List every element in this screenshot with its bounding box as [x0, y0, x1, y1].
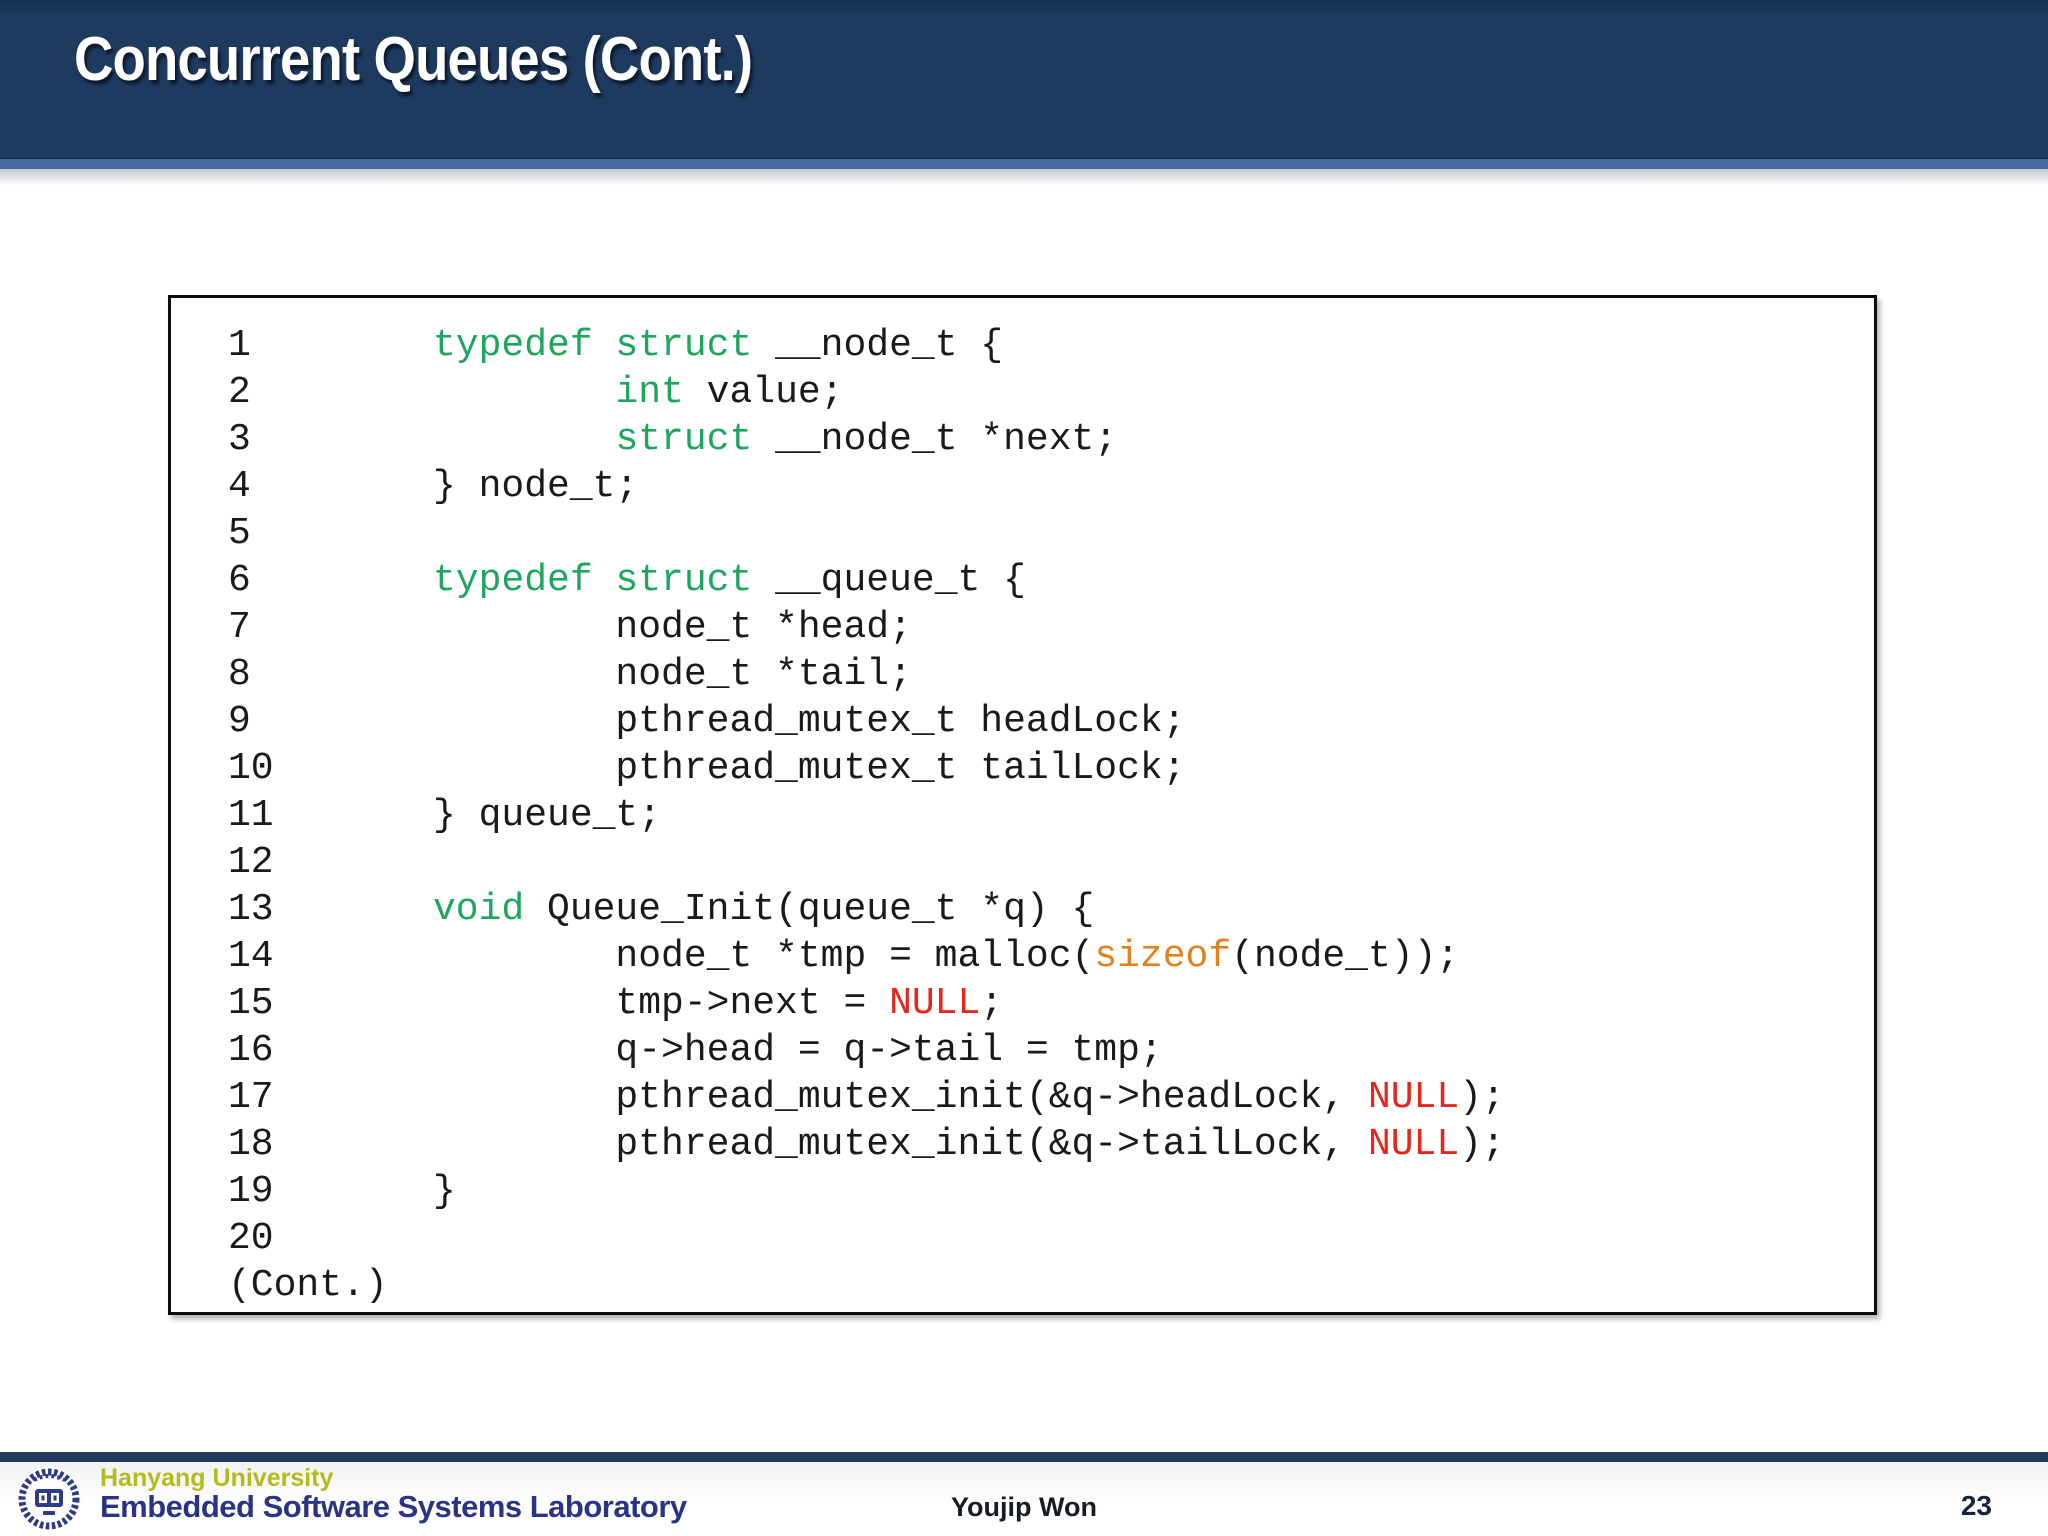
line-number: 16 — [228, 1029, 274, 1072]
hanyang-university-emblem-icon — [17, 1467, 81, 1531]
code-segment: ; — [980, 982, 1004, 1025]
code-segment: node_t *tail; — [433, 653, 912, 696]
line-number: 19 — [228, 1170, 274, 1213]
code-line: 12 — [228, 839, 1505, 886]
university-name: Hanyang University — [100, 1464, 334, 1492]
code-line: 2 int value; — [228, 369, 1505, 416]
title-bar — [0, 0, 2048, 158]
line-number: 17 — [228, 1076, 274, 1119]
line-number: 10 — [228, 747, 274, 790]
code-segment: pthread_mutex_t headLock; — [433, 700, 1186, 743]
code-segment: __node_t { — [775, 324, 1004, 367]
code-segment: pthread_mutex_init(&q->headLock, — [433, 1076, 1368, 1119]
page-number: 23 — [1960, 1490, 1992, 1521]
line-number: 12 — [228, 841, 274, 884]
code-segment: sizeof — [1094, 935, 1232, 978]
code-line: 10 pthread_mutex_t tailLock; — [228, 745, 1505, 792]
line-number: 13 — [228, 888, 274, 931]
code-line: 14 node_t *tmp = malloc(sizeof(node_t)); — [228, 933, 1505, 980]
code-line: 4 } node_t; — [228, 463, 1505, 510]
lab-name: Embedded Software Systems Laboratory — [100, 1489, 687, 1524]
code-segment: pthread_mutex_t tailLock; — [433, 747, 1186, 790]
code-segment — [433, 371, 615, 414]
line-number: 3 — [228, 418, 251, 461]
footer-divider-bar — [0, 1452, 2048, 1462]
code-line: 9 pthread_mutex_t headLock; — [228, 698, 1505, 745]
line-number: 20 — [228, 1217, 274, 1260]
code-segment: NULL — [1367, 1076, 1460, 1119]
line-number: 5 — [228, 512, 251, 555]
code-segment: __node_t *next; — [752, 418, 1118, 461]
code-segment: int — [615, 371, 684, 414]
line-number: 11 — [228, 794, 274, 837]
line-number: 15 — [228, 982, 274, 1025]
code-line: 13 void Queue_Init(queue_t *q) { — [228, 886, 1505, 933]
author-name: Youjip Won — [951, 1492, 1097, 1522]
code-line: 1 typedef struct __node_t { — [228, 322, 1505, 369]
code-line: 5 — [228, 510, 1505, 557]
footer — [0, 1462, 2048, 1536]
code-segment: value; — [683, 371, 844, 414]
code-segment: NULL — [889, 982, 981, 1025]
code-line: 20 — [228, 1215, 1505, 1262]
title-bar-accent-strip — [0, 158, 2048, 170]
line-number: 18 — [228, 1123, 274, 1166]
line-number: 7 — [228, 606, 251, 649]
line-number: 6 — [228, 559, 251, 602]
code-segment: tmp->next = — [433, 982, 890, 1025]
code-segment: Queue_Init(queue_t *q) { — [524, 888, 1095, 931]
code-line: 16 q->head = q->tail = tmp; — [228, 1027, 1505, 1074]
code-segment: } — [433, 1170, 456, 1213]
code-segment: node_t *tmp = malloc( — [433, 935, 1095, 978]
line-number: 14 — [228, 935, 274, 978]
code-segment: } node_t; — [433, 465, 639, 508]
code-line: 6 typedef struct __queue_t { — [228, 557, 1505, 604]
code-line: 3 struct __node_t *next; — [228, 416, 1505, 463]
code-segment: ); — [1459, 1076, 1505, 1119]
code-line: 17 pthread_mutex_init(&q->headLock, NULL… — [228, 1074, 1505, 1121]
title-bar-shadow — [0, 169, 2048, 187]
line-number: 2 — [228, 371, 251, 414]
code-line: 19} — [228, 1168, 1505, 1215]
code-line: 7 node_t *head; — [228, 604, 1505, 651]
code-segment: void — [433, 888, 525, 931]
page-title: Concurrent Queues (Cont.) — [74, 25, 753, 94]
code-line: 15 tmp->next = NULL; — [228, 980, 1505, 1027]
code-segment: typedef struct — [433, 324, 776, 367]
code-segment: node_t *head; — [433, 606, 912, 649]
code-line: 11 } queue_t; — [228, 792, 1505, 839]
line-number: 9 — [228, 700, 251, 743]
code-segment: q->head = q->tail = tmp; — [433, 1029, 1163, 1072]
code-segment: (node_t)); — [1231, 935, 1460, 978]
code-line: 8 node_t *tail; — [228, 651, 1505, 698]
line-number: 4 — [228, 465, 251, 508]
code-segment: NULL — [1367, 1123, 1460, 1166]
code-segment: } queue_t; — [433, 794, 662, 837]
code-segment: typedef struct — [433, 559, 776, 602]
code-line: 18 pthread_mutex_init(&q->tailLock, NULL… — [228, 1121, 1505, 1168]
code-line: (Cont.) — [228, 1262, 1505, 1309]
code-segment: (Cont.) — [228, 1264, 388, 1307]
code-segment: pthread_mutex_init(&q->tailLock, — [433, 1123, 1368, 1166]
line-number: 1 — [228, 324, 251, 367]
code-segment: __queue_t { — [775, 559, 1026, 602]
code-segment — [433, 418, 615, 461]
line-number: 8 — [228, 653, 251, 696]
code-segment: struct — [615, 418, 753, 461]
code-segment: ); — [1459, 1123, 1505, 1166]
